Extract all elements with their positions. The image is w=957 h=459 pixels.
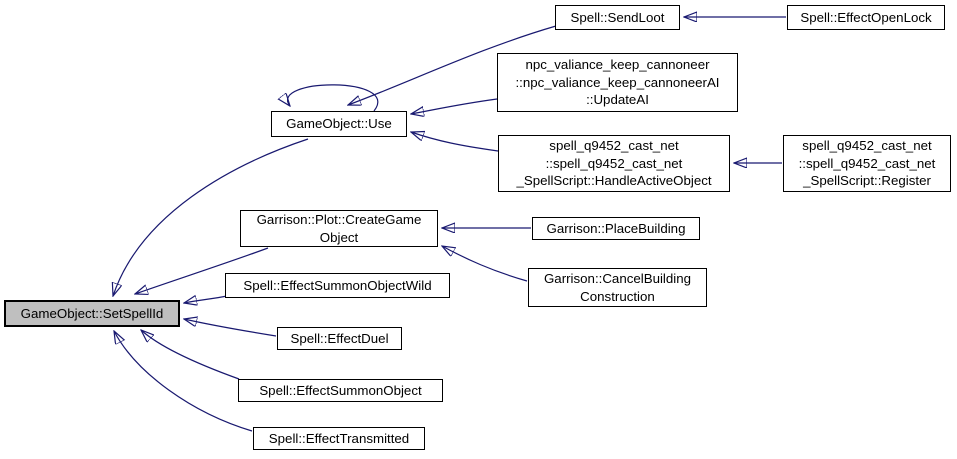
node-spell-effectsummonobject[interactable]: Spell::EffectSummonObject	[238, 379, 443, 402]
node-garrison-placebuilding[interactable]: Garrison::PlaceBuilding	[532, 217, 700, 240]
edge-creategameobject-to-setspellid	[135, 247, 269, 294]
node-spell-q9452-register[interactable]: spell_q9452_cast_net ::spell_q9452_cast_…	[783, 135, 951, 192]
node-gameobject-setspellid[interactable]: GameObject::SetSpellId	[4, 300, 180, 327]
node-npc-valiance-keep-cannoneer-updateai[interactable]: npc_valiance_keep_cannoneer ::npc_valian…	[497, 53, 738, 112]
node-spell-q9452-handleactiveobject[interactable]: spell_q9452_cast_net ::spell_q9452_cast_…	[498, 135, 730, 192]
edge-effectduel-to-setspellid	[184, 319, 277, 337]
node-gameobject-use[interactable]: GameObject::Use	[271, 111, 407, 137]
edge-npc-updateai-to-use	[411, 98, 498, 114]
edge-use-self-loop	[288, 84, 379, 112]
node-spell-effectopenlock[interactable]: Spell::EffectOpenLock	[787, 5, 945, 30]
edge-summonobjectwild-to-setspellid	[184, 296, 228, 303]
edge-transmitted-to-setspellid	[114, 331, 253, 432]
node-spell-sendloot[interactable]: Spell::SendLoot	[555, 5, 680, 30]
edge-handleactiveobject-to-use	[411, 132, 499, 152]
node-spell-effectduel[interactable]: Spell::EffectDuel	[277, 327, 402, 350]
node-garrison-plot-creategameobject[interactable]: Garrison::Plot::CreateGame Object	[240, 210, 438, 247]
edge-sendloot-to-use	[348, 25, 557, 105]
node-spell-effectsummonobjectwild[interactable]: Spell::EffectSummonObjectWild	[225, 273, 450, 298]
edge-summonobject-to-setspellid	[141, 330, 240, 380]
edge-cancelbuilding-to-creategameobject	[442, 246, 528, 282]
edge-use-to-setspellid	[113, 138, 309, 296]
node-spell-effecttransmitted[interactable]: Spell::EffectTransmitted	[253, 427, 425, 450]
node-garrison-cancelbuildingconstruction[interactable]: Garrison::CancelBuilding Construction	[528, 268, 707, 307]
